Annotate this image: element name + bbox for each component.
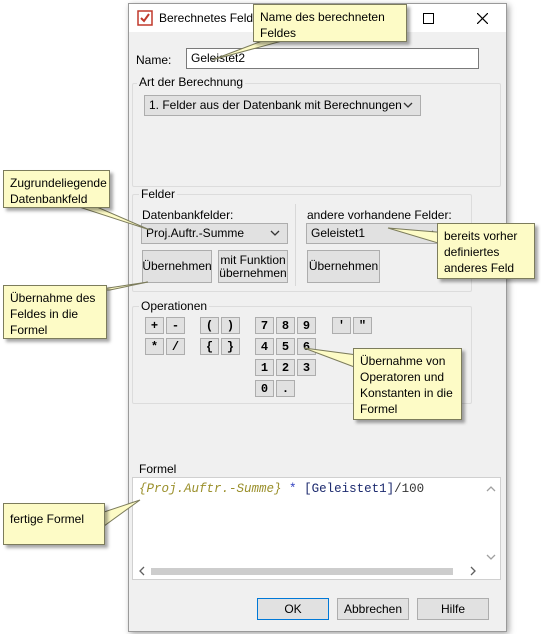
formula-divider-token: /100 [394,482,425,496]
chevron-down-icon [270,230,280,236]
key-0[interactable]: 0 [255,380,274,397]
name-input[interactable]: Geleistet2 [186,48,479,69]
operators-callout: Übernahme von Operatoren und Konstanten … [353,348,462,420]
key-double-quote[interactable]: " [353,317,372,334]
calculated-field-dialog: Berechnetes Feld Name: Geleistet2 Art de… [128,3,507,632]
formula-field-token: {Proj.Auftr.-Summe} [139,482,282,496]
db-fields-dropdown[interactable]: Proj.Auftr.-Summe [141,223,288,244]
db-fields-label: Datenbankfelder: [142,208,234,222]
close-icon [476,12,488,24]
key-5[interactable]: 5 [276,338,295,355]
apply-field-button[interactable]: Übernehmen [142,250,212,283]
calc-type-group-title: Art der Berechnung [137,75,246,89]
name-callout: Name des berechneten Feldes [253,4,407,42]
operations-group [132,306,472,404]
formula-editor[interactable]: {Proj.Auftr.-Summe} * [Geleistet1]/100 [132,477,501,580]
key-close-paren[interactable]: ) [221,317,240,334]
formula-callout: fertige Formel [3,503,105,545]
scroll-left-icon[interactable] [137,566,147,576]
fields-divider [295,204,296,286]
key-open-brace[interactable]: { [200,338,219,355]
key-6[interactable]: 6 [297,338,316,355]
other-fields-selected: Geleistet1 [311,226,366,240]
other-fields-dropdown[interactable]: Geleistet1 [306,223,449,244]
calc-type-group [132,83,501,187]
key-multiply[interactable]: * [145,338,164,355]
key-open-paren[interactable]: ( [200,317,219,334]
vertical-scrollbar[interactable] [483,482,499,564]
key-divide[interactable]: / [166,338,185,355]
maximize-button[interactable] [408,4,448,32]
key-8[interactable]: 8 [276,317,295,334]
key-2[interactable]: 2 [276,359,295,376]
predefined-callout: bereits vorher definiertes anderes Feld [437,223,535,279]
key-1[interactable]: 1 [255,359,274,376]
db-fields-selected: Proj.Auftr.-Summe [146,226,245,240]
scroll-right-icon[interactable] [468,566,478,576]
name-label: Name: [136,53,172,67]
maximize-icon [422,12,434,24]
chevron-down-icon [403,102,413,108]
key-4[interactable]: 4 [255,338,274,355]
key-9[interactable]: 9 [297,317,316,334]
calc-type-selected: 1. Felder aus der Datenbank mit Berechnu… [149,98,402,112]
key-close-brace[interactable]: } [221,338,240,355]
close-button[interactable] [462,4,502,32]
apply-other-field-button[interactable]: Übernehmen [307,250,380,283]
calc-type-dropdown[interactable]: 1. Felder aus der Datenbank mit Berechnu… [144,95,421,116]
apply-with-function-button[interactable]: mit Funktion übernehmen [218,250,288,283]
formula-operator-token: * [289,482,297,496]
key-3[interactable]: 3 [297,359,316,376]
formula-text[interactable]: {Proj.Auftr.-Summe} * [Geleistet1]/100 [139,482,424,496]
horizontal-scrollbar[interactable] [135,564,483,579]
key-minus[interactable]: - [166,317,185,334]
scroll-up-icon[interactable] [486,484,496,494]
key-decimal-point[interactable]: . [276,380,295,397]
other-fields-label: andere vorhandene Felder: [307,208,452,222]
cancel-button[interactable]: Abbrechen [337,598,409,620]
calculated-field-icon [137,10,153,26]
db-field-callout: Zugrundeliegende Datenbankfeld [3,170,110,208]
formula-title: Formel [137,462,179,476]
key-single-quote[interactable]: ' [332,317,351,334]
scroll-down-icon[interactable] [486,552,496,562]
horizontal-scroll-thumb[interactable] [151,568,453,575]
help-button[interactable]: Hilfe [417,598,489,620]
window-title: Berechnetes Feld [159,11,254,25]
fields-group-title: Felder [139,187,178,201]
apply-callout: Übernahme des Feldes in die Formel [3,285,107,339]
formula-reference-token: [Geleistet1] [304,482,395,496]
key-plus[interactable]: + [145,317,164,334]
key-7[interactable]: 7 [255,317,274,334]
ok-button[interactable]: OK [257,598,329,620]
operations-group-title: Operationen [139,299,210,313]
